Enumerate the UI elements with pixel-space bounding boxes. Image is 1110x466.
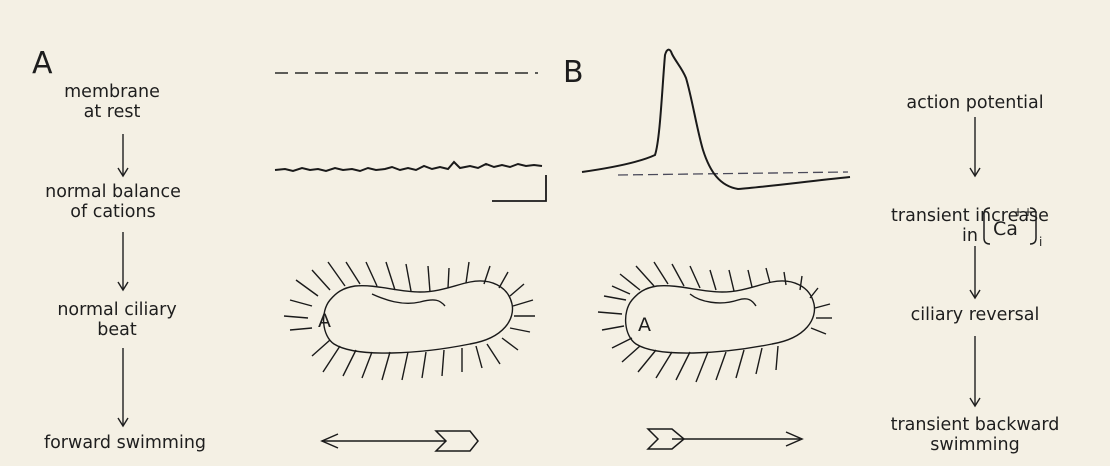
- ca-symbol: Ca: [993, 218, 1018, 240]
- resting-trace: [275, 162, 542, 171]
- flow-arrows-b: [970, 117, 980, 406]
- cell-body-backward: [626, 281, 815, 353]
- cell-body-forward: [324, 281, 513, 353]
- backward-swimming-arrow: [648, 429, 802, 449]
- left-bracket: [984, 208, 990, 244]
- flow-arrows-a: [118, 134, 128, 426]
- cilia-backward: [598, 262, 832, 382]
- cell-label-backward: A: [638, 314, 651, 336]
- oral-groove-forward: [372, 294, 445, 306]
- ca-charge: ++: [1013, 205, 1033, 219]
- forward-swimming-arrow: [322, 431, 478, 451]
- ca-subscript: i: [1039, 235, 1042, 249]
- scale-bar: [492, 175, 546, 201]
- paramecium-backward: A: [598, 262, 832, 382]
- paramecium-forward: A: [284, 262, 535, 380]
- cell-label-forward: A: [318, 310, 331, 332]
- calcium-notation: Ca ++ i: [984, 205, 1042, 249]
- oral-groove-backward: [690, 294, 756, 306]
- action-potential-trace: [582, 50, 850, 189]
- baseline-dashed-line: [618, 172, 848, 175]
